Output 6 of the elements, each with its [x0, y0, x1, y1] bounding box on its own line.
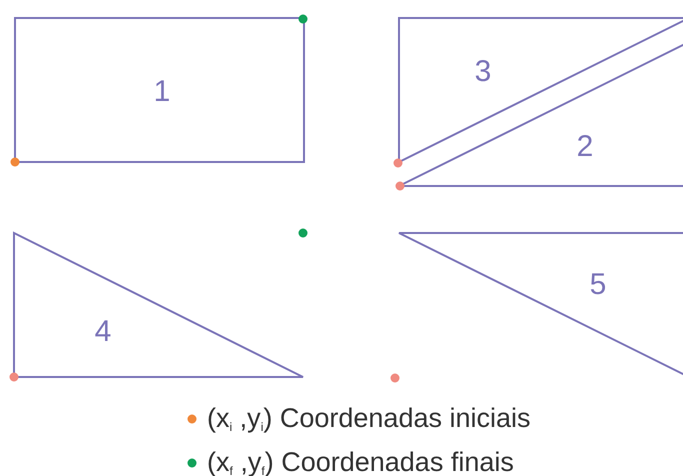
shape-number: 1 — [154, 77, 170, 107]
shape-number: 5 — [590, 270, 606, 300]
shape-number: 2 — [576, 132, 594, 162]
shape-number: 3 — [474, 57, 492, 87]
shape-number: 4 — [94, 317, 112, 347]
legend-text: (x$_{i}$ ,y$_{i}$) Coordenadas iniciais — [207, 403, 530, 436]
